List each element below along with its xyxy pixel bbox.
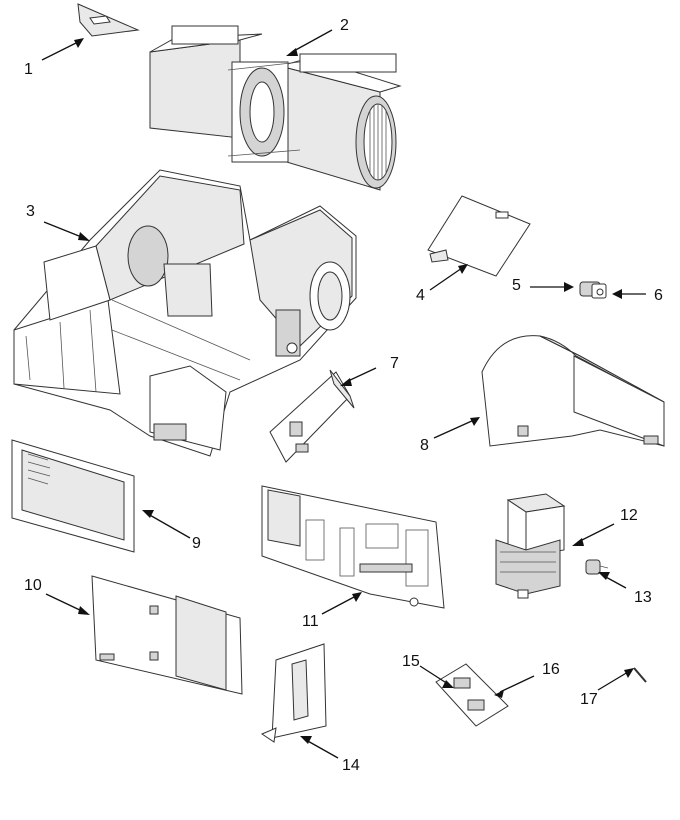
callout-11: 11 xyxy=(302,613,319,630)
leader-arrows xyxy=(41,29,646,759)
part-10-mounting-plate xyxy=(91,575,243,695)
part-12-transformer xyxy=(495,493,566,599)
part-4-cover-plate xyxy=(427,195,531,277)
part-15-16-board xyxy=(435,663,509,727)
part-13-connector xyxy=(585,559,609,575)
callout-1: 1 xyxy=(24,61,33,78)
part-2-blower-motor xyxy=(149,25,402,191)
part-14-bracket xyxy=(260,643,327,743)
callout-10: 10 xyxy=(24,577,42,594)
callout-17: 17 xyxy=(580,691,598,708)
part-7-bracket xyxy=(269,369,355,463)
part-5-6-fitting xyxy=(579,281,607,299)
callout-15: 15 xyxy=(402,653,420,670)
callout-6: 6 xyxy=(654,287,663,304)
part-3-housing xyxy=(13,169,357,457)
callout-9: 9 xyxy=(192,535,201,552)
callout-12: 12 xyxy=(620,507,638,524)
part-8-duct-cover xyxy=(481,335,665,447)
callout-16: 16 xyxy=(542,661,560,678)
callout-14: 14 xyxy=(342,757,360,774)
part-17-pin xyxy=(633,667,647,683)
callout-2: 2 xyxy=(340,17,349,34)
callout-13: 13 xyxy=(634,589,652,606)
callout-5: 5 xyxy=(512,277,521,294)
callout-8: 8 xyxy=(420,437,429,454)
callout-3: 3 xyxy=(26,203,35,220)
part-11-control-bracket xyxy=(261,485,445,609)
callout-7: 7 xyxy=(390,355,399,372)
part-9-filter xyxy=(11,439,135,553)
callout-4: 4 xyxy=(416,287,425,304)
part-1-tag xyxy=(77,3,140,37)
